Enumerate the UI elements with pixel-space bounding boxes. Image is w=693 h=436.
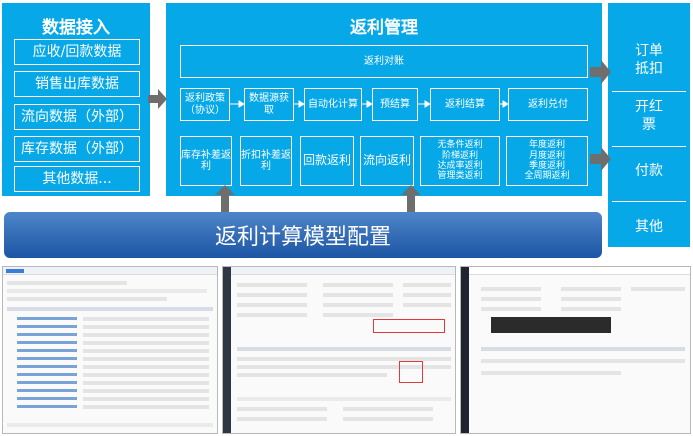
output-other: 其他 <box>635 219 663 235</box>
rebate-ledger-box: 返利对账 <box>180 45 588 78</box>
arrow-model-to-center-left <box>215 185 235 212</box>
tool-flow-rebate: 流向返利 <box>360 136 414 186</box>
rebate-model-config-bar: 返利计算模型配置 <box>4 212 602 258</box>
flow-step-auto-calc: 自动化计算 <box>304 88 362 121</box>
arrow-to-payment <box>590 147 611 171</box>
output-red-invoice: 开红 票 <box>635 99 663 133</box>
flow-step-pre-settlement: 预结算 <box>372 88 418 121</box>
system-screenshot-form <box>460 266 691 434</box>
flow-step-payout: 返利兑付 <box>508 88 588 121</box>
tool-inventory-compensation: 库存补差返利 <box>180 136 232 186</box>
output-divider <box>612 201 686 202</box>
flow-arrows <box>230 100 509 108</box>
data-input-item-sales-outbound: 销售出库数据 <box>14 71 140 97</box>
flow-step-data-source: 数据源获取 <box>244 88 294 121</box>
data-input-item-inventory-data: 库存数据（外部） <box>14 136 140 162</box>
data-input-item-flow-data: 流向数据（外部） <box>14 104 140 130</box>
data-input-item-receivables: 应收/回款数据 <box>14 39 140 65</box>
rebate-management-title: 返利管理 <box>350 18 418 38</box>
tool-rebate-types: 无条件返利 阶梯返利 达成率返利 管理类返利 <box>420 136 500 186</box>
arrow-model-to-center-right <box>401 185 421 212</box>
arrow-to-order-deduction <box>590 60 611 84</box>
flow-step-policy: 返利政策（协议） <box>180 88 230 121</box>
tool-payment-rebate: 回款返利 <box>300 136 354 186</box>
flow-step-settlement: 返利结算 <box>430 88 500 121</box>
output-panel: 订单 抵扣 开红 票 付款 其他 <box>608 3 690 247</box>
data-input-panel: 数据接入 应收/回款数据 销售出库数据 流向数据（外部） 库存数据（外部） 其他… <box>2 3 150 196</box>
tool-rebate-periods: 年度返利 月度返利 季度返利 全周期返利 <box>506 136 588 186</box>
arrow-left-to-center <box>148 89 167 109</box>
rebate-management-panel: 返利管理 返利对账 返利政策（协议） 数据源获取 自动化计算 预结算 返利结算 … <box>166 3 602 196</box>
data-input-item-other: 其他数据... <box>14 166 140 192</box>
system-screenshot-detail <box>222 266 456 434</box>
output-order-deduction: 订单 抵扣 <box>635 43 663 77</box>
tool-discount-compensation: 折扣补差返利 <box>240 136 292 186</box>
output-divider <box>612 91 686 92</box>
output-divider <box>612 146 686 147</box>
data-input-title: 数据接入 <box>42 18 110 38</box>
system-screenshot-list <box>2 266 218 434</box>
output-payment: 付款 <box>635 163 663 179</box>
rebate-model-config-label: 返利计算模型配置 <box>214 225 391 250</box>
